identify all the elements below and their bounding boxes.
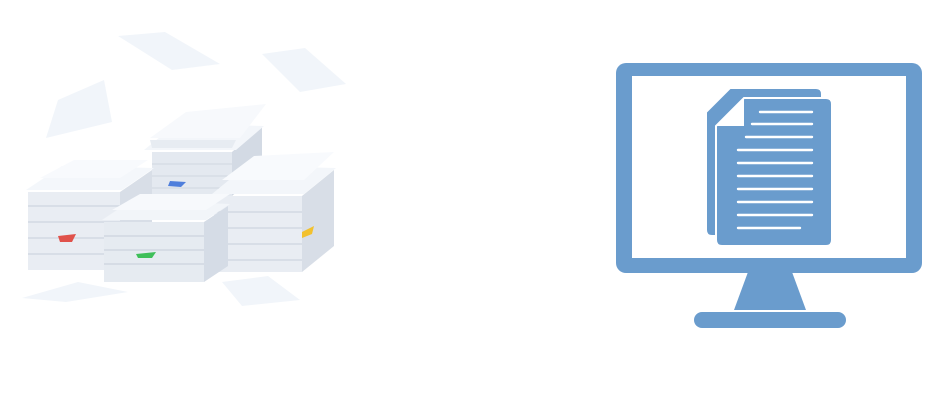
flying-paper-sheets [22,32,346,306]
monitor-base [694,312,846,328]
monitor-stand [734,272,806,310]
paper-stack-right [212,152,336,272]
paper-stacks-icon [22,32,346,306]
document-text-lines [736,110,814,230]
computer-monitor-documents-icon [616,63,922,328]
document-front-icon [715,97,833,247]
paper-stack-front [102,194,230,282]
paper-stack-back [144,104,266,196]
